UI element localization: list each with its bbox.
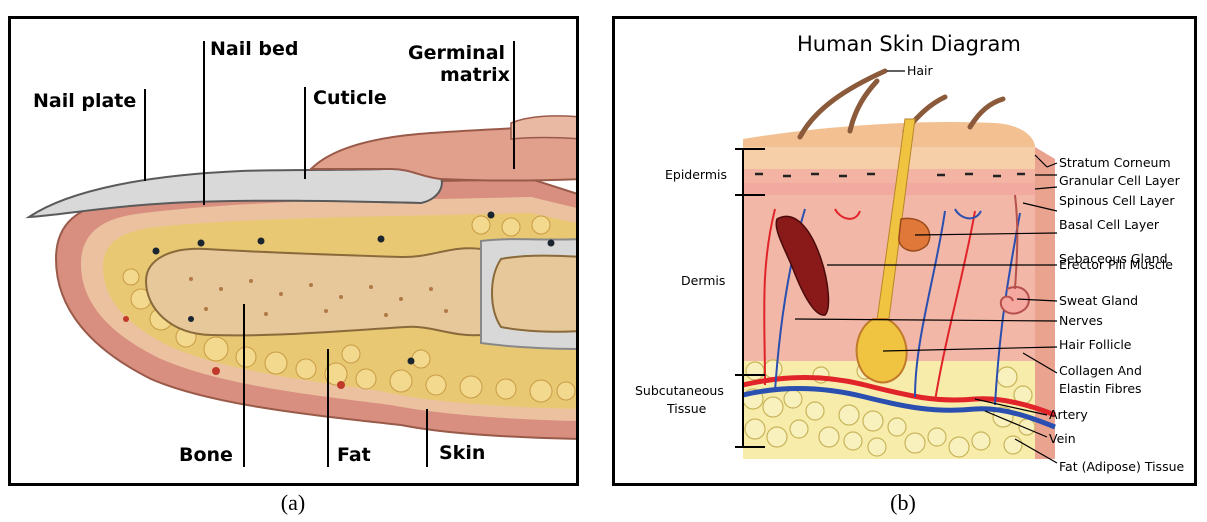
panel-a-nail-diagram: Nail plate Nail bed Cuticle Germinal mat… xyxy=(8,16,579,486)
label-hair: Hair xyxy=(907,63,934,78)
label-artery: Artery xyxy=(1049,407,1088,422)
label-erector-pili-muscle: Erector Pili Muscle xyxy=(1059,257,1173,272)
label-skin: Skin xyxy=(439,442,485,464)
label-basal-cell-layer: Basal Cell Layer xyxy=(1059,217,1160,232)
caption-b: (b) xyxy=(873,490,933,516)
germinal-matrix-ridge xyxy=(511,116,579,139)
label-sweat-gland: Sweat Gland xyxy=(1059,293,1138,308)
label-nail-bed: Nail bed xyxy=(210,38,298,60)
spinous-layer xyxy=(743,183,1035,195)
label-subcutaneous: Subcutaneous xyxy=(635,383,724,398)
bone-phalanx xyxy=(146,248,481,335)
label-stratum-corneum: Stratum Corneum xyxy=(1059,155,1171,170)
label-tissue: Tissue xyxy=(666,401,707,416)
label-vein: Vein xyxy=(1049,431,1076,446)
label-elastin: Elastin Fibres xyxy=(1059,381,1142,396)
label-nerves: Nerves xyxy=(1059,313,1103,328)
nail-illustration: Nail plate Nail bed Cuticle Germinal mat… xyxy=(11,19,579,486)
label-dermis: Dermis xyxy=(681,273,725,288)
label-germinal: Germinal xyxy=(408,42,505,64)
label-fat-adipose-tissue: Fat (Adipose) Tissue xyxy=(1059,459,1184,474)
caption-a: (a) xyxy=(263,490,323,516)
middle-phalanx xyxy=(492,256,579,332)
label-epidermis: Epidermis xyxy=(665,167,727,182)
skin-illustration: Human Skin Diagram xyxy=(615,19,1197,486)
label-spinous-cell-layer: Spinous Cell Layer xyxy=(1059,193,1175,208)
label-bone: Bone xyxy=(179,444,233,466)
stratum-corneum-layer xyxy=(743,147,1035,169)
label-nail-plate: Nail plate xyxy=(33,90,136,112)
label-cuticle: Cuticle xyxy=(313,87,387,109)
label-matrix: matrix xyxy=(440,64,510,86)
label-collagen: Collagen And xyxy=(1059,363,1142,378)
diagram-title: Human Skin Diagram xyxy=(797,32,1021,56)
panel-b-skin-diagram: Human Skin Diagram xyxy=(612,16,1197,486)
label-granular-cell-layer: Granular Cell Layer xyxy=(1059,173,1181,188)
label-hair-follicle: Hair Follicle xyxy=(1059,337,1132,352)
label-fat: Fat xyxy=(337,444,371,466)
